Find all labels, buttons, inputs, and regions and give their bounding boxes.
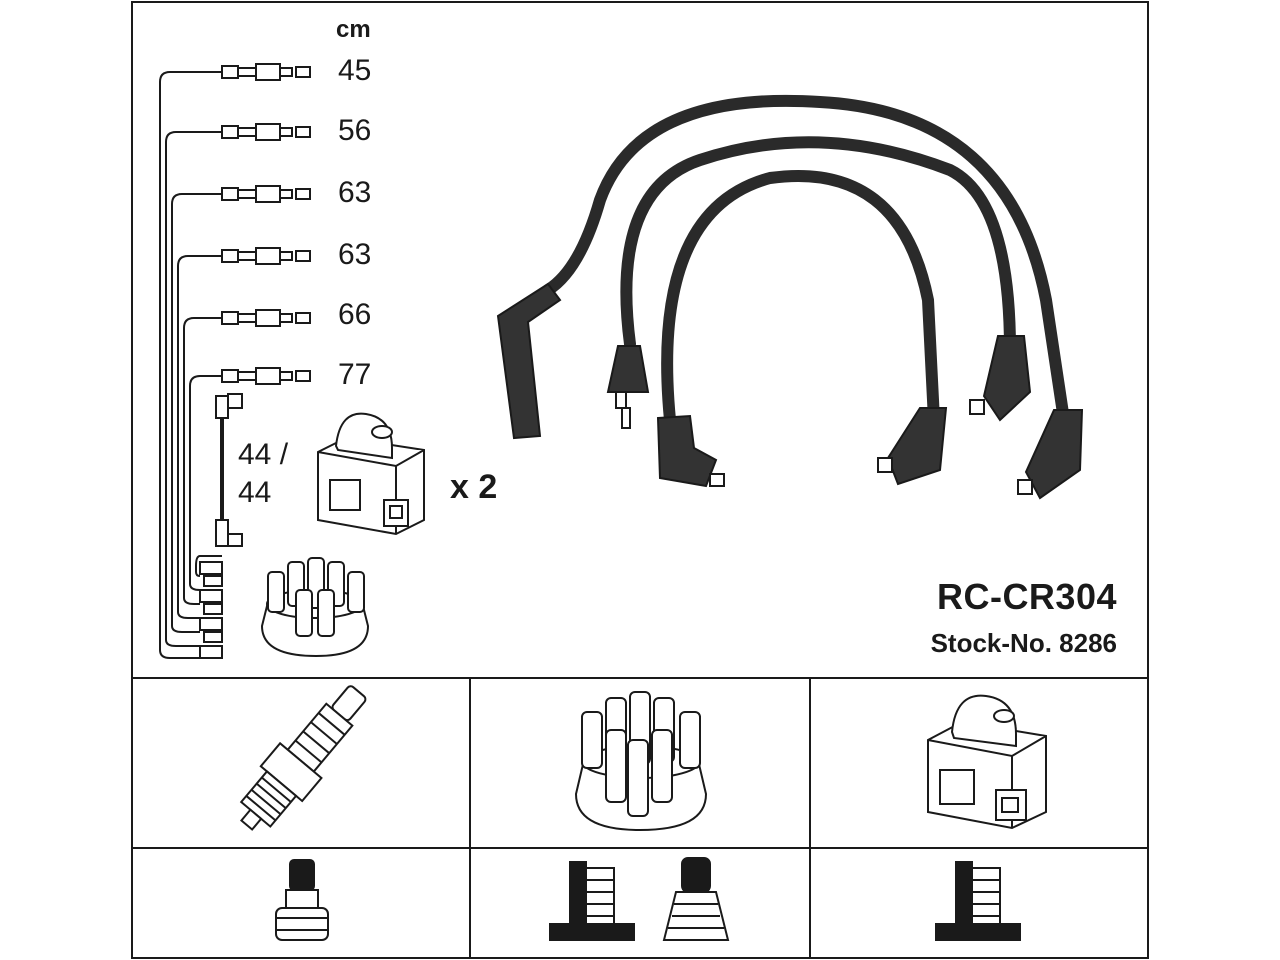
- cable-medium: [620, 136, 1016, 356]
- wire-length-4: 63: [338, 238, 372, 271]
- wire-length-5: 66: [338, 298, 372, 331]
- cable-short: [661, 169, 940, 426]
- wire-connectors: [199, 63, 311, 659]
- connector-row: [221, 185, 311, 203]
- stock-number: Stock-No. 8286: [930, 628, 1117, 658]
- diagram-border: [131, 1, 1149, 959]
- boot-profile-straight-icon: [275, 859, 329, 941]
- ignition-coil-large-icon: [927, 694, 1047, 830]
- part-code: RC-CR304: [936, 576, 1117, 617]
- connector-row: [221, 309, 311, 327]
- boot-profile-angled-icon: [549, 861, 635, 941]
- distributor-cap-large-icon: [574, 691, 708, 832]
- cable-long: [542, 94, 1070, 426]
- coil-lead-length-2: 44: [238, 476, 272, 509]
- distributor-terminals: [199, 561, 223, 659]
- coil-lead: [215, 393, 243, 547]
- coil-multiplier: x 2: [450, 468, 498, 506]
- connector-row: [221, 123, 311, 141]
- connector-row: [221, 247, 311, 265]
- ignition-coil-icon: [317, 412, 425, 536]
- spark-plug-icon: [239, 685, 367, 831]
- boot-profile-coil-icon: [935, 861, 1021, 941]
- wire-length-1: 45: [338, 54, 372, 87]
- connector-row: [221, 63, 311, 81]
- connector-row: [221, 367, 311, 385]
- wire-length-schematic: [159, 71, 222, 659]
- distributor-cap-icon: [260, 557, 370, 658]
- cable-boots: [496, 282, 1084, 500]
- coil-lead-length-1: 44 /: [238, 438, 289, 471]
- ignition-cables: [542, 94, 1070, 426]
- wire-length-3: 63: [338, 176, 372, 209]
- length-unit-label: cm: [336, 16, 371, 43]
- wire-length-2: 56: [338, 114, 372, 147]
- wire-length-6: 77: [338, 358, 372, 391]
- boot-profile-tapered-icon: [662, 857, 730, 941]
